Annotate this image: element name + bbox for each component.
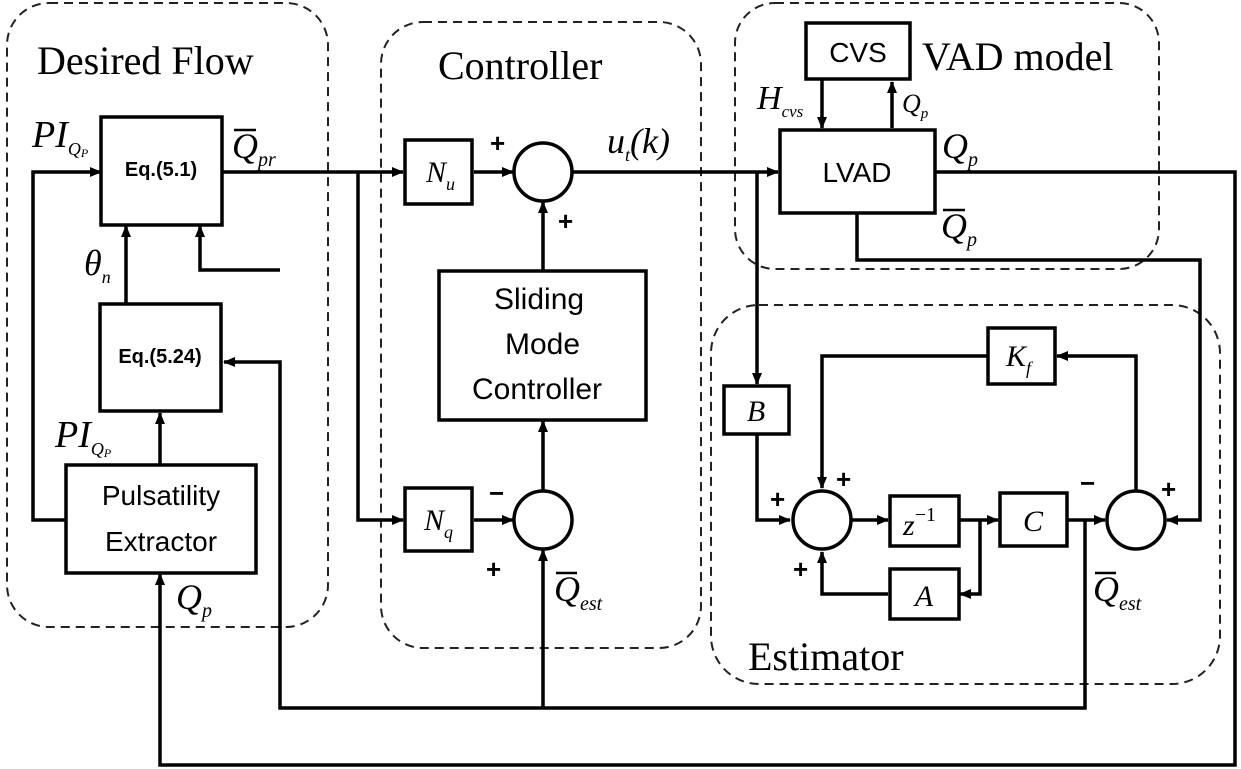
group-vad-model [734,2,1160,270]
group-title-vad-model: VAD model [922,34,1113,79]
svg-text:+: + [793,554,808,584]
label-ut-k: ut(k) [607,121,670,165]
svg-text:Kf: Kf [1005,340,1034,378]
svg-text:+: + [836,464,851,494]
svg-text:Eq.(5.1): Eq.(5.1) [125,159,197,181]
label-pi-qp-top: PIQP [31,114,89,160]
a-matrix-block: A [888,567,961,621]
junction-signs: + + − + + + + − + [486,128,1176,584]
z-inverse-block: z−1 [888,494,961,548]
nq-gain-block: Nq [403,486,474,553]
eq51-block: Eq.(5.1) [99,115,224,227]
label-qp-cvs: Qp [902,89,929,122]
sum-junction-controller-top [512,141,574,203]
sum-junction-estimator-left [791,489,853,551]
sum-junction-estimator-right [1105,489,1167,551]
svg-text:+: + [1161,474,1176,504]
group-title-controller: Controller [438,43,602,88]
svg-text:Qest: Qest [554,569,603,615]
group-controller [380,21,702,649]
svg-text:+: + [770,484,785,514]
lvad-block: LVAD [778,128,937,215]
svg-text:Mode: Mode [505,328,580,361]
svg-text:C: C [1023,505,1044,538]
svg-text:−: − [489,478,504,508]
b-matrix-block: B [722,384,791,436]
kf-gain-block: Kf [986,326,1057,386]
svg-text:LVAD: LVAD [823,157,892,188]
cvs-block: CVS [804,21,912,81]
svg-text:Extractor: Extractor [105,526,217,557]
label-mean-qp: Qp [941,206,977,251]
svg-text:Qest: Qest [1093,569,1142,615]
label-q-est-estimator: Qest [1093,569,1142,615]
label-theta-n: θn [84,243,111,287]
signal-wires [31,80,1237,767]
nu-gain-block: Nu [403,138,474,206]
svg-text:+: + [558,206,573,236]
c-matrix-block: C [998,491,1069,548]
label-qp-pulsatility: Qp [176,577,212,622]
svg-text:Qpr: Qpr [232,126,276,171]
sliding-mode-controller-block: Sliding Mode Controller [437,269,648,422]
svg-text:CVS: CVS [829,37,887,68]
svg-text:Nu: Nu [425,156,455,194]
svg-text:Eq.(5.24): Eq.(5.24) [118,346,201,368]
label-qp-lvad: Qp [942,126,978,171]
svg-text:Nq: Nq [423,504,453,542]
group-title-desired-flow: Desired Flow [37,38,254,83]
svg-text:Sliding: Sliding [494,283,584,316]
svg-text:Pulsatility: Pulsatility [102,480,220,511]
group-estimator [710,304,1221,685]
label-q-pr: Qpr [232,126,276,171]
svg-text:A: A [913,580,934,613]
label-h-cvs: Hcvs [756,80,804,121]
svg-text:Controller: Controller [472,373,602,406]
group-desired-flow [6,2,329,628]
svg-text:+: + [486,554,501,584]
sum-junction-controller-bottom [512,489,574,551]
label-pi-qp-bottom: PIQP [54,414,112,460]
svg-text:Qp: Qp [941,206,977,251]
eq524-block: Eq.(5.24) [98,302,223,413]
svg-text:+: + [490,128,505,158]
svg-text:B: B [747,395,765,428]
pulsatility-extractor-block: Pulsatility Extractor [64,463,258,575]
label-q-est-controller: Qest [554,569,603,615]
group-title-estimator: Estimator [748,634,904,679]
svg-text:−: − [1080,468,1095,498]
svg-text:z−1: z−1 [902,504,936,542]
